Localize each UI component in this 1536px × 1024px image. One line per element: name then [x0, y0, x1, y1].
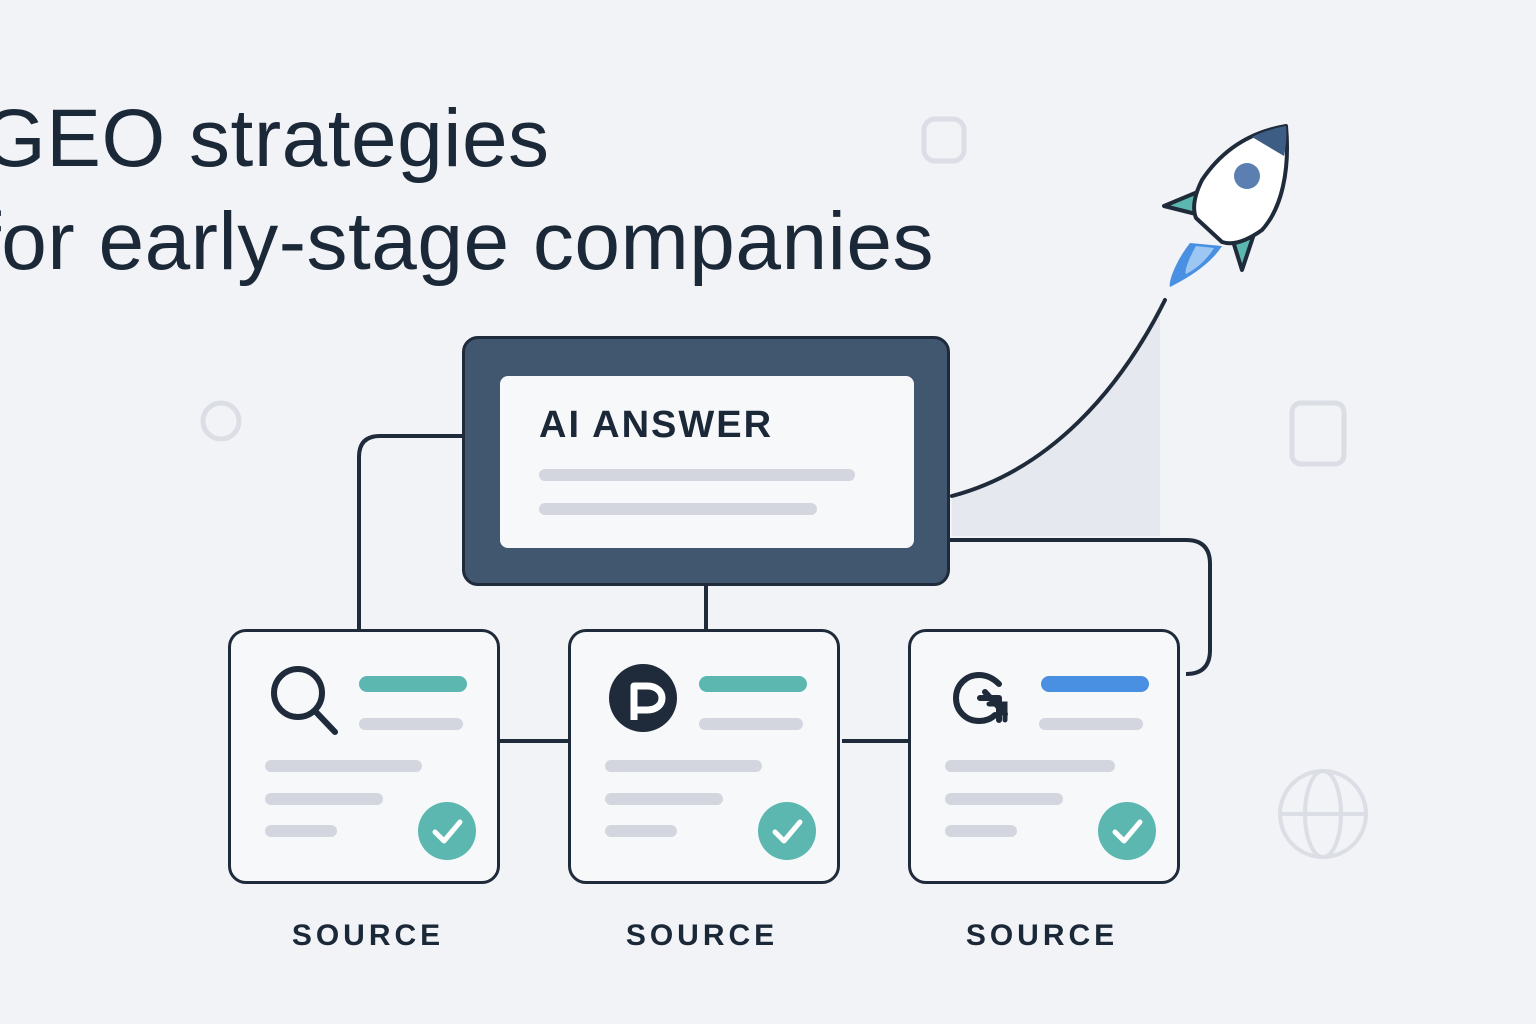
page-title-line-2: for early-stage companies [0, 196, 934, 287]
check-icon [758, 802, 816, 860]
source-text-placeholder [1039, 718, 1143, 730]
source-text-placeholder [945, 760, 1115, 772]
growth-area [952, 310, 1160, 536]
source-text-placeholder [945, 825, 1017, 837]
rounded-square-icon [1289, 400, 1347, 467]
source-text-placeholder [265, 760, 422, 772]
rounded-square-icon [921, 116, 967, 164]
source-text-placeholder [265, 825, 337, 837]
source-text-placeholder [359, 718, 463, 730]
circle-icon [200, 400, 242, 442]
rocket-icon [1162, 124, 1289, 287]
source-text-placeholder [605, 825, 677, 837]
ai-answer-card: AI ANSWER [500, 376, 914, 548]
source-title-placeholder [699, 676, 807, 692]
growth-curve [950, 298, 1167, 498]
source-card-search [228, 629, 500, 884]
source-card-p [568, 629, 840, 884]
source-text-placeholder [265, 793, 383, 805]
globe-icon [1278, 769, 1368, 859]
source-text-placeholder [605, 793, 723, 805]
search-icon [271, 666, 338, 735]
g-logo-icon [952, 671, 1008, 725]
answer-text-placeholder [539, 469, 855, 481]
source-title-placeholder [1041, 676, 1149, 692]
source-text-placeholder [945, 793, 1063, 805]
source-card-g [908, 629, 1180, 884]
source-label: SOURCE [291, 919, 445, 952]
source-label: SOURCE [965, 919, 1119, 952]
answer-text-placeholder [539, 503, 817, 515]
check-icon [1098, 802, 1156, 860]
source-text-placeholder [699, 718, 803, 730]
source-label: SOURCE [625, 919, 779, 952]
page-title-line-1: GEO strategies [0, 93, 550, 184]
check-icon [418, 802, 476, 860]
p-logo-icon [609, 664, 677, 732]
source-title-placeholder [359, 676, 467, 692]
source-text-placeholder [605, 760, 762, 772]
ai-answer-title: AI ANSWER [539, 404, 774, 446]
